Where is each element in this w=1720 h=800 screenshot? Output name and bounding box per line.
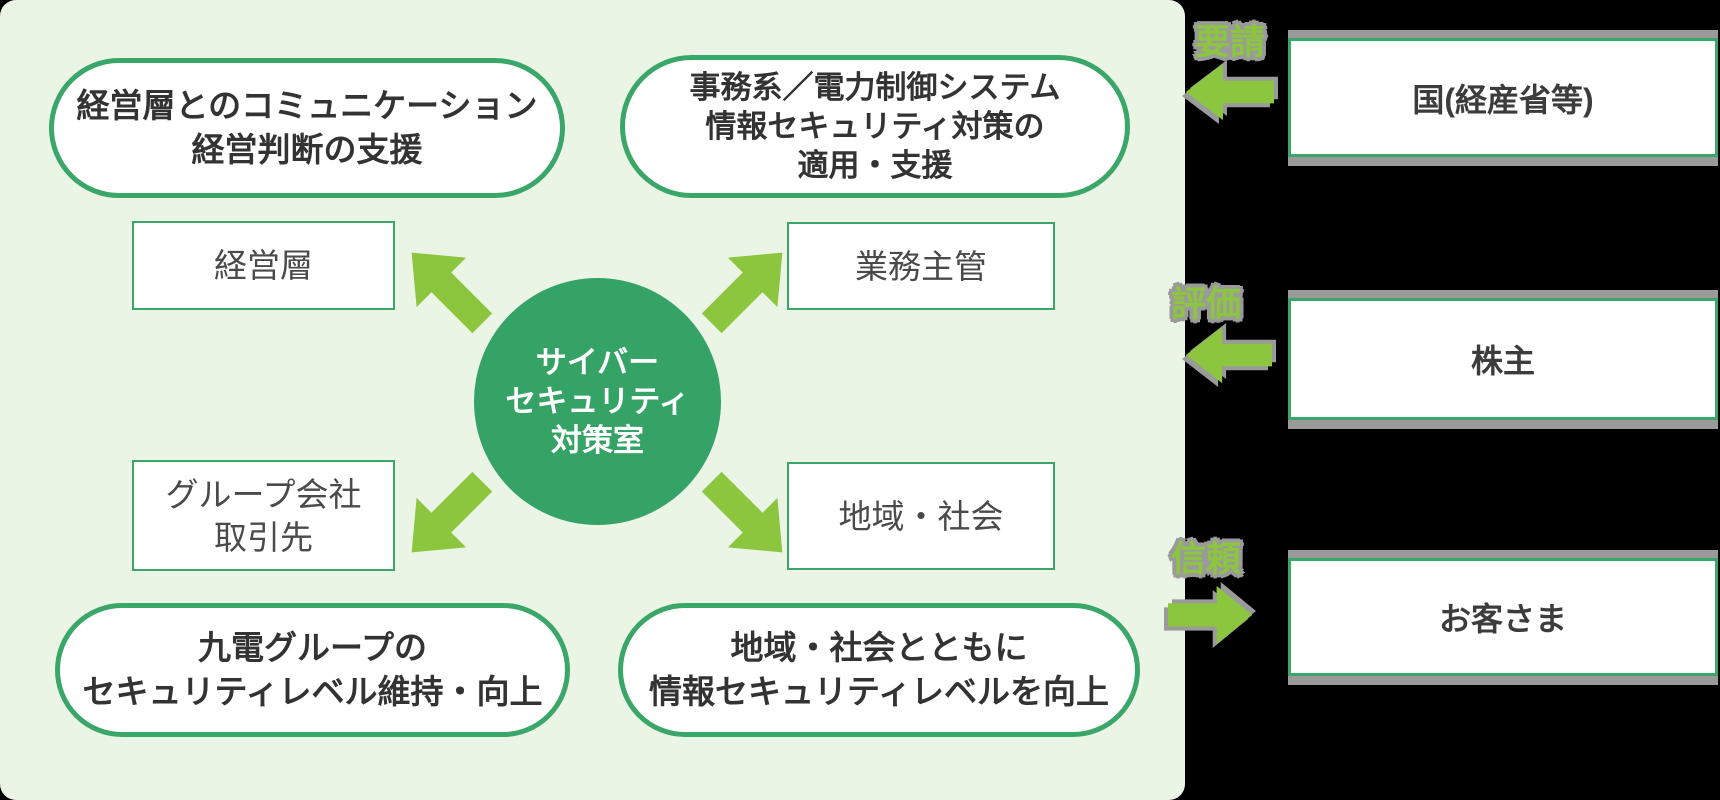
internal-panel: 経営層とのコミュニケーション 経営判断の支援 事務系／電力制御システム 情報セキ… (0, 0, 1185, 800)
entity-box-shareholders: 株主 (1288, 298, 1718, 420)
goal-pill-group-security-level: 九電グループの セキュリティレベル維持・向上 (55, 603, 570, 737)
entity-label: 株主 (1470, 343, 1535, 379)
goal-pill-community-security-level: 地域・社会とともに 情報セキュリティレベルを向上 (618, 603, 1140, 737)
stakeholder-label: 業務主管 (855, 247, 987, 285)
entity-box-government: 国(経産省等) (1288, 38, 1718, 157)
goal-pill-line: 地域・社会とともに (730, 629, 1028, 666)
goal-pill-line: 九電グループの (197, 629, 428, 666)
arrow-glyph (387, 457, 507, 577)
entity-label: 国(経産省等) (1412, 81, 1594, 118)
goal-pill-system-security-support: 事務系／電力制御システム 情報セキュリティ対策の 適用・支援 (620, 55, 1130, 198)
stakeholder-box-management: 経営層 (132, 221, 395, 310)
arrow-right-icon (1168, 586, 1252, 644)
goal-pill-line: 情報セキュリティレベルを向上 (648, 673, 1110, 710)
arrow-down-left-icon (387, 457, 507, 577)
arrow-glyph (1186, 327, 1272, 383)
relation-label-evaluation: 評価 (1170, 285, 1241, 324)
arrow-up-left-icon (387, 228, 507, 348)
entity-box-customers: お客さま (1288, 558, 1718, 676)
goal-pill-line: 経営層とのコミュニケーション (76, 87, 538, 124)
goal-pill-line: 適用・支援 (797, 148, 953, 183)
arrow-glyph (1186, 64, 1274, 120)
arrow-left-icon (1186, 64, 1274, 120)
relation-label-trust: 信頼 (1170, 540, 1241, 579)
arrow-glyph (387, 228, 507, 348)
goal-pill-line: 事務系／電力制御システム (689, 70, 1061, 105)
stakeholder-label: 経営層 (214, 247, 313, 284)
stakeholder-label: グループ会社 (165, 475, 362, 513)
arrow-left-icon (1186, 327, 1272, 383)
cyber-security-office-circle: サイバー セキュリティ 対策室 (474, 278, 721, 525)
stakeholder-label: 地域・社会 (838, 497, 1004, 535)
goal-pill-line: 情報セキュリティ対策の (705, 109, 1045, 144)
arrow-glyph (1168, 586, 1252, 644)
relation-label-request: 要請 (1194, 23, 1265, 62)
goal-pill-management-communication: 経営層とのコミュニケーション 経営判断の支援 (49, 58, 565, 198)
goal-pill-line: セキュリティレベル維持・向上 (82, 673, 543, 710)
entity-label: お客さま (1438, 601, 1567, 637)
circle-label-line: サイバー (535, 345, 660, 380)
stakeholder-label: 取引先 (214, 518, 313, 556)
stakeholder-box-community: 地域・社会 (787, 462, 1055, 570)
goal-pill-line: 経営判断の支援 (191, 131, 423, 168)
stakeholder-box-business-divisions: 業務主管 (787, 222, 1055, 310)
circle-label-line: 対策室 (551, 423, 644, 458)
stakeholder-box-group-companies: グループ会社 取引先 (132, 460, 395, 571)
circle-label-line: セキュリティ (505, 384, 690, 419)
